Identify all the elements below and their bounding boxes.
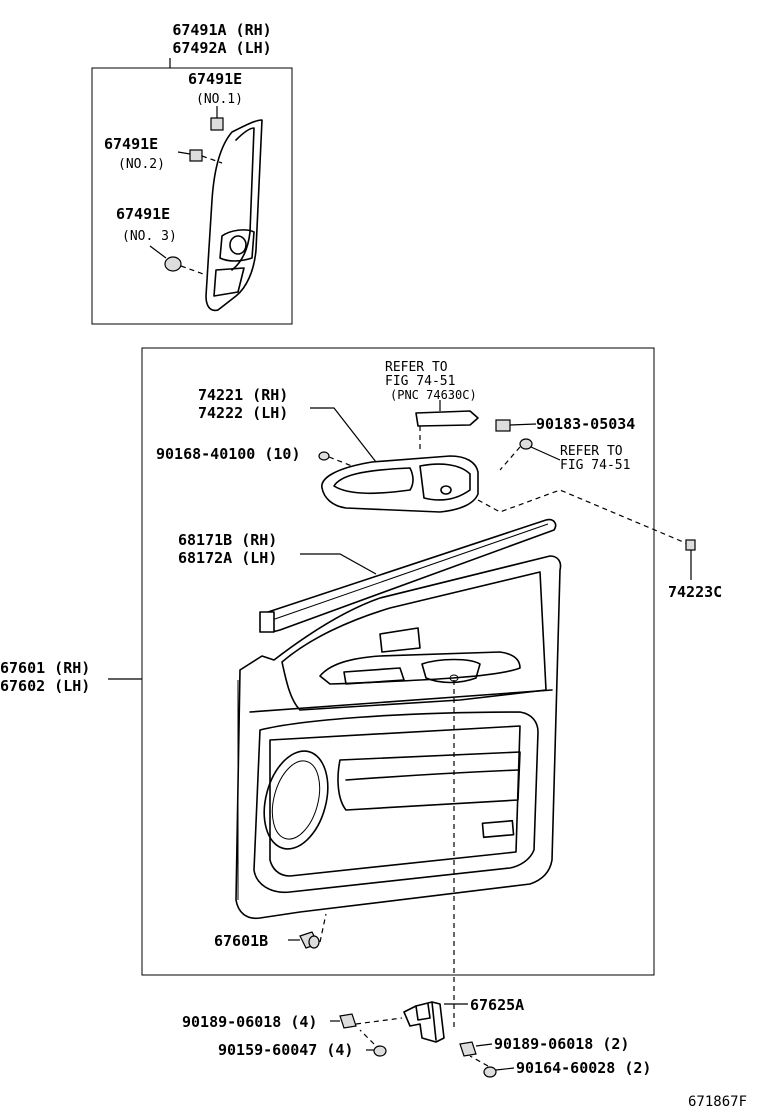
- label-90189-right: 90189-06018 (2): [494, 1035, 629, 1053]
- label-67491e-no1: 67491E: [188, 70, 242, 88]
- clip-no1: [210, 106, 224, 131]
- refer-top-2: FIG 74-51: [385, 374, 455, 389]
- bracket-67625a: [403, 1001, 445, 1043]
- board-hole: [449, 674, 459, 682]
- label-67491e-no2: 67491E: [104, 135, 158, 153]
- label-74222-lh: 74222 (LH): [198, 404, 288, 422]
- clip-67601b: [288, 913, 327, 949]
- label-90168-40100: 90168-40100 (10): [156, 445, 301, 463]
- door-trim-board-67601: [235, 555, 562, 920]
- label-68172a-lh: 68172A (LH): [178, 549, 277, 567]
- cap-74223c: [685, 539, 696, 580]
- nut-90189-left: [330, 1013, 403, 1029]
- door-trim-upper-panel: [205, 119, 263, 312]
- label-67625a: 67625A: [470, 996, 524, 1014]
- label-68171b-rh: 68171B (RH): [178, 531, 277, 549]
- label-no3: (NO. 3): [122, 229, 177, 244]
- label-67491e-no3: 67491E: [116, 205, 170, 223]
- diagram-id: 671867F: [688, 1094, 747, 1110]
- screw-90159-left: [359, 1029, 387, 1057]
- clip-no2: [177, 149, 223, 164]
- label-no1: (NO.1): [196, 92, 243, 107]
- label-67601b: 67601B: [214, 932, 268, 950]
- label-67601-rh: 67601 (RH): [0, 659, 90, 677]
- weatherstrip-68171b: [259, 518, 557, 633]
- refer-right-2: FIG 74-51: [560, 458, 630, 473]
- label-67491a-rh: 67491A (RH): [172, 21, 271, 39]
- label-67492a-lh: 67492A (LH): [172, 39, 271, 57]
- label-90183-05034: 90183-05034: [536, 415, 635, 433]
- dash-to-74223c: [477, 489, 689, 545]
- inset-frame: [91, 67, 293, 325]
- label-74221-rh: 74221 (RH): [198, 386, 288, 404]
- clip-90183: [495, 419, 537, 432]
- armrest-74221: [321, 455, 479, 513]
- refer-top-1: REFER TO: [385, 360, 448, 375]
- label-90189-left: 90189-06018 (4): [182, 1013, 317, 1031]
- leader-74221: [310, 407, 377, 463]
- refer-right-1: REFER TO: [560, 444, 623, 459]
- main-frame: [141, 347, 655, 976]
- clip-no3: [149, 245, 207, 276]
- refer-top-3: (PNC 74630C): [390, 388, 477, 402]
- label-67602-lh: 67602 (LH): [0, 677, 90, 695]
- label-no2: (NO.2): [118, 157, 165, 172]
- label-90159-left: 90159-60047 (4): [218, 1041, 353, 1059]
- label-90164-right: 90164-60028 (2): [516, 1059, 651, 1077]
- screw-90168: [318, 451, 353, 467]
- screw-90164-right: [469, 1055, 515, 1078]
- screw-refer-right: [499, 438, 561, 471]
- handle-bezel-part: [415, 400, 479, 450]
- label-74223c: 74223C: [668, 583, 722, 601]
- nut-90189-right: [459, 1041, 493, 1057]
- leader-68171b: [300, 553, 377, 575]
